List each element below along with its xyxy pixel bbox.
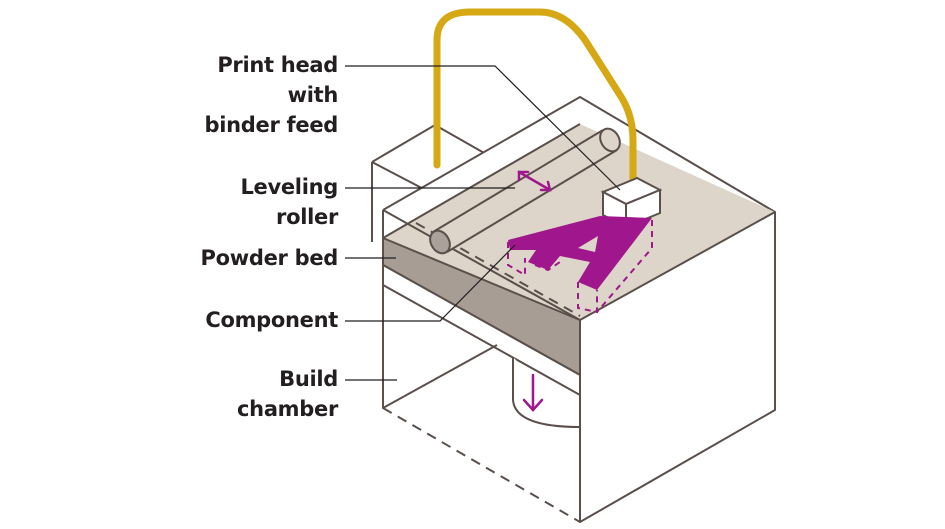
label-powder-bed: Powder bed [200, 246, 339, 270]
label-line: binder feed [204, 113, 339, 137]
roller-motion-arrow-icon [517, 170, 552, 192]
leader-component [345, 244, 516, 322]
component-letter-a [507, 216, 653, 314]
label-leveling-roller: Leveling roller [240, 172, 338, 232]
binder-feed-tube [433, 8, 637, 189]
leveling-roller [429, 127, 621, 255]
label-line: with [287, 83, 339, 107]
label-line: Print head [217, 53, 338, 77]
label-line: roller [276, 205, 338, 229]
down-arrow-icon [522, 373, 544, 412]
label-print-head: Print head with binder feed [204, 50, 339, 140]
leader-print-head [345, 65, 621, 191]
label-line: Leveling [240, 175, 338, 199]
piston [512, 357, 581, 428]
label-build-chamber: Build chamber [237, 364, 338, 424]
label-line: Build [279, 367, 338, 391]
label-component: Component [205, 308, 338, 332]
label-line: chamber [237, 397, 338, 421]
